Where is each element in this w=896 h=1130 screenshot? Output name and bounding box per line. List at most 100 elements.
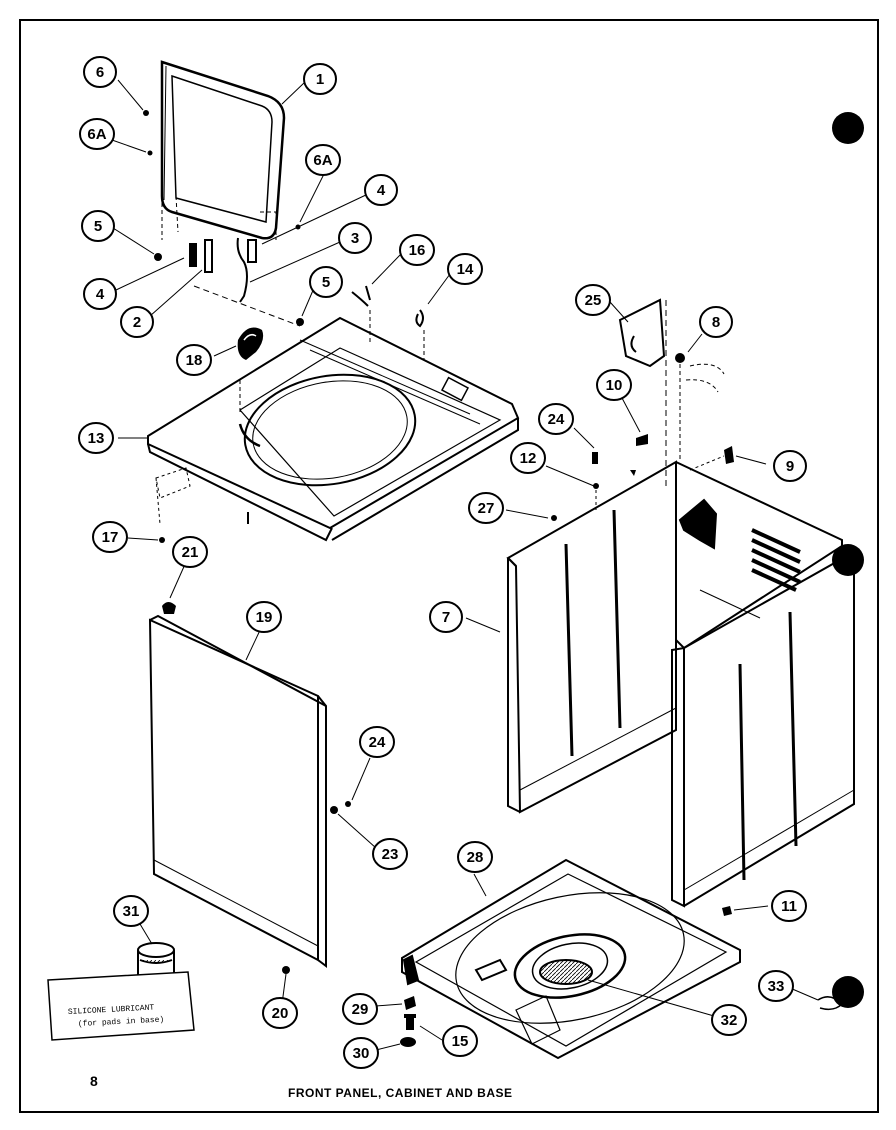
leader-32 [587,979,715,1017]
leader-25 [609,301,629,323]
page-frame [19,19,879,1113]
bolt-15 [404,1014,416,1030]
assembly-line-9 [689,455,725,471]
cabinet-top-13 [147,316,520,542]
lubricant-note-box: SILICONE LUBRICANT (for pads in base) [47,971,195,1041]
clip-14 [415,309,424,328]
callout-bubble [338,222,372,254]
callout-bubble [262,997,298,1029]
base-28 [401,858,741,1060]
callout-label: 6A [313,152,332,169]
binder-hole-middle [832,544,864,576]
callout-label: 5 [94,218,102,235]
callout-bubble [83,56,117,88]
assembly-line-top [193,285,301,327]
callout-bubble [83,278,117,310]
callout-label: 4 [377,182,386,199]
callout-bubble [447,253,483,285]
callout-label: 2 [133,314,141,331]
callout-label: 30 [353,1045,370,1062]
leader-31 [139,923,153,945]
leader-8 [687,333,703,353]
leveling-foot-29 [404,996,416,1010]
callout-bubble [575,284,611,316]
callout-bubble [342,993,378,1025]
handle-18 [237,327,264,360]
leader-7 [465,617,501,633]
callout-bubble [399,234,435,266]
callout-bubble [309,266,343,298]
leader-9 [735,455,767,465]
diagram-caption: FRONT PANEL, CABINET AND BASE [288,1086,513,1100]
callout-bubble [172,536,208,568]
leader-15 [419,1025,443,1041]
callout-label: 4 [96,286,105,303]
leader-28 [473,873,487,897]
callout-label: 33 [768,978,785,995]
bracket-17 [155,467,191,525]
callout-label: 8 [712,314,720,331]
callout-label: 19 [256,609,273,626]
callout-label: 15 [452,1033,469,1050]
callout-label: 32 [721,1012,738,1029]
callout-bubble [246,601,282,633]
callout-label: 20 [272,1005,289,1022]
callout-bubble [372,838,408,870]
callout-label: 31 [123,903,140,920]
callout-bubble [305,144,341,176]
callout-label: 17 [102,529,119,546]
leader-18 [213,345,237,357]
callout-label: 7 [442,609,450,626]
callout-label: 13 [88,430,105,447]
lid-part [160,60,286,240]
screw-5-left [154,253,162,261]
binder-hole-bottom [832,976,864,1008]
clip-33 [817,996,844,1011]
callout-label: 11 [781,898,797,915]
callout-bubble [758,970,794,1002]
leader-23 [337,813,377,849]
screw-6 [143,110,149,116]
leader-30 [375,1043,401,1051]
cabinet-7 [506,460,855,908]
leader-17 [127,537,159,541]
callout-bubble [468,492,504,524]
wire-16 [351,285,371,307]
callout-label: 24 [369,734,386,751]
bracket-25 [618,298,666,368]
callout-bubble [120,306,154,338]
callout-bubble [79,118,115,150]
callout-label: 5 [322,274,330,291]
page-number: 8 [90,1073,98,1089]
fastener-21 [162,602,176,614]
callout-label: 1 [316,71,324,88]
leader-1 [281,81,306,105]
callout-bubble [457,841,493,873]
callout-label: 9 [786,458,794,475]
callout-bubble [176,344,212,376]
callout-label: 21 [182,544,199,561]
screw-5-right [296,318,304,326]
screw-6a-left [147,150,153,156]
callout-bubble [773,450,807,482]
leader-33 [789,987,819,1001]
leader-12 [545,465,595,487]
callout-bubble [92,521,128,553]
callout-bubble [113,895,149,927]
callout-bubble [429,601,463,633]
callout-label: 6A [87,126,106,143]
callout-label: 29 [352,1001,369,1018]
callout-label: 3 [351,230,359,247]
wire-8 [679,363,725,460]
callout-bubble [343,1037,379,1069]
leaders-upper-left [111,79,451,317]
front-panel-19 [148,614,327,968]
callout-bubble [699,306,733,338]
leader-29 [375,1003,403,1007]
binder-hole-top [832,112,864,144]
callout-bubble [359,726,395,758]
callout-label: 23 [382,846,399,863]
callout-label: 6 [96,64,104,81]
